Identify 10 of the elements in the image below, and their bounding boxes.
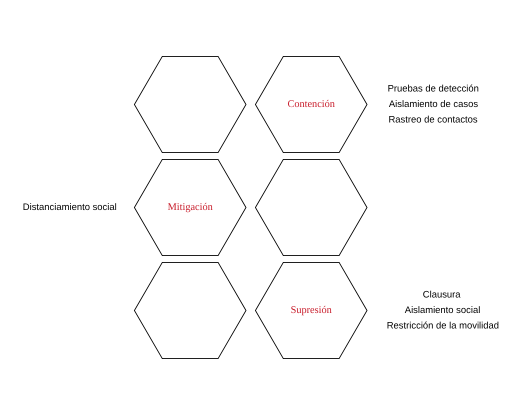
node-hexagon [134, 56, 246, 152]
node-label: Aislamiento social [404, 304, 480, 316]
node-hexagon [254, 158, 368, 256]
node-label: Aislamiento de casos [388, 98, 478, 110]
node-hexagon [134, 262, 246, 358]
node-label: Restricción de la movilidad [386, 320, 500, 331]
node-label: Rastreo de contactos [388, 114, 478, 125]
node-label: Distanciamiento social [22, 201, 117, 212]
node-label: Clausura [422, 288, 461, 300]
node-label: Pruebas de detección [388, 82, 479, 94]
